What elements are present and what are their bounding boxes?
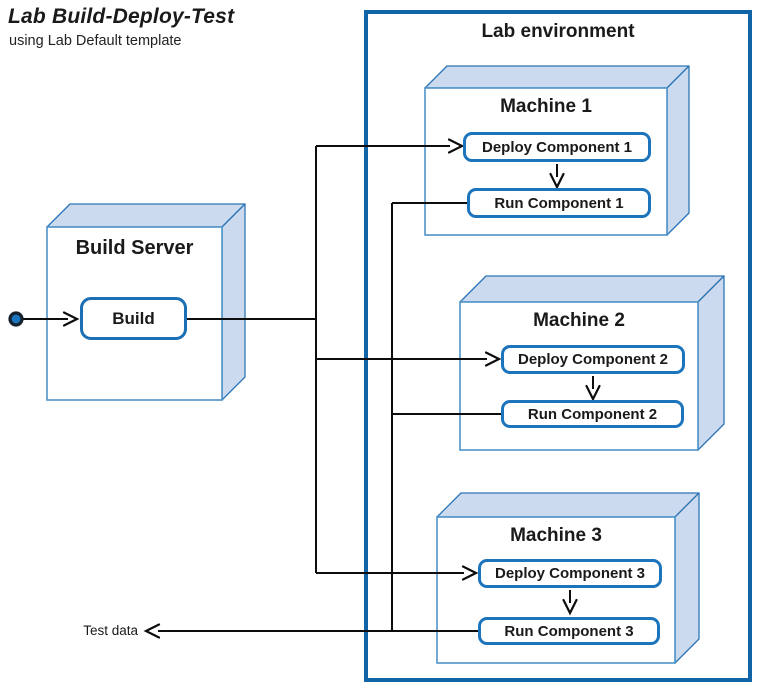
connector-lines (22, 138, 601, 639)
build-activity: Build (80, 297, 187, 340)
diagram-title: Lab Build-Deploy-Test (8, 5, 235, 28)
start-node-icon (8, 311, 24, 327)
machine1-run-component: Run Component 1 (467, 188, 651, 218)
machine1-deploy-component: Deploy Component 1 (463, 132, 651, 162)
test-data-label: Test data (83, 623, 138, 638)
machine1-name: Machine 1 (500, 96, 592, 117)
machine3-name: Machine 3 (510, 525, 602, 546)
machine3-run-component: Run Component 3 (478, 617, 660, 645)
machine3-deploy-component: Deploy Component 3 (478, 559, 662, 588)
machine2-run-component: Run Component 2 (501, 400, 684, 428)
lab-environment-frame (364, 10, 752, 682)
machine2-deploy-component: Deploy Component 2 (501, 345, 685, 374)
lab-environment-label: Lab environment (481, 21, 635, 42)
machine2-name: Machine 2 (533, 310, 625, 331)
build-server-name: Build Server (75, 237, 194, 259)
diagram-subtitle: using Lab Default template (9, 33, 182, 49)
